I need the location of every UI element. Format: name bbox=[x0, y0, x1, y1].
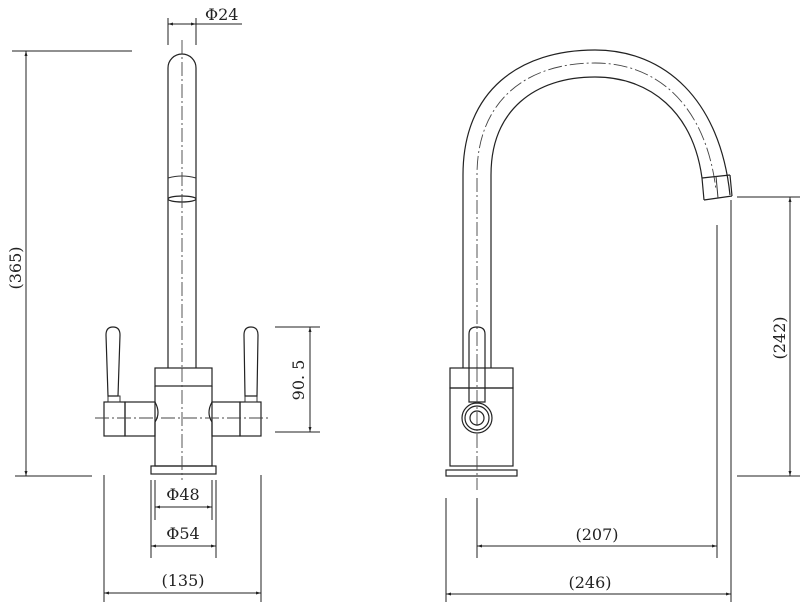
side-view: (242) (207) (246) bbox=[445, 49, 800, 602]
label-base-inner-diameter: Φ48 bbox=[166, 485, 199, 504]
label-overall-width: (135) bbox=[161, 571, 204, 590]
label-handle-height: 90. 5 bbox=[289, 360, 308, 401]
front-spout bbox=[167, 40, 197, 368]
label-base-outer-diameter: Φ54 bbox=[166, 524, 199, 543]
label-overall-depth: (246) bbox=[568, 573, 611, 592]
label-spout-outlet-height: (242) bbox=[770, 316, 789, 359]
label-overall-height: (365) bbox=[6, 246, 25, 289]
dim-spout-outlet-height: (242) bbox=[737, 196, 800, 477]
dim-overall-height: (365) bbox=[6, 50, 132, 477]
label-spout-reach: (207) bbox=[575, 525, 618, 544]
side-spout bbox=[462, 49, 733, 368]
side-body bbox=[445, 326, 518, 490]
dim-base-diameters: Φ48 Φ54 bbox=[150, 480, 217, 558]
front-body bbox=[150, 367, 217, 480]
label-spout-diameter: Φ24 bbox=[205, 5, 238, 24]
dim-overall-width: (135) bbox=[103, 475, 262, 602]
dim-spout-reach: (207) bbox=[476, 225, 718, 558]
dim-handle-height: 90. 5 bbox=[275, 326, 320, 433]
dim-overall-depth: (246) bbox=[445, 200, 732, 602]
front-view: Φ24 (365) 90. 5 Φ48 Φ54 bbox=[6, 5, 320, 602]
dim-spout-diameter: Φ24 bbox=[167, 5, 242, 45]
front-left-handle bbox=[103, 326, 156, 437]
front-right-handle bbox=[211, 326, 262, 437]
